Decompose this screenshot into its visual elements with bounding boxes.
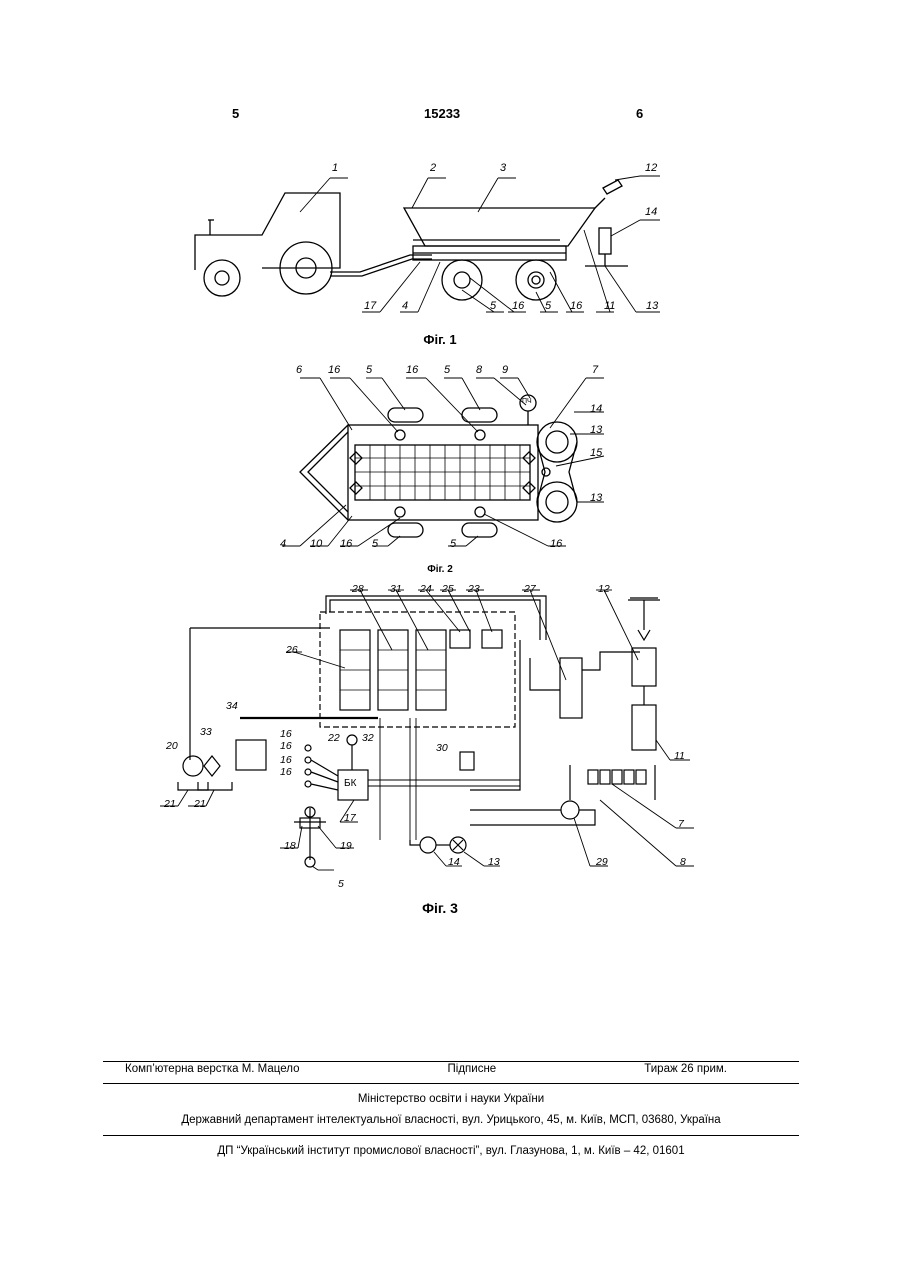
subscription-status: Підписне	[448, 1063, 497, 1075]
institute-line: ДП “Український інститут промислової вла…	[103, 1145, 799, 1157]
callout: 16	[280, 740, 292, 752]
footer-rule-top	[103, 1061, 799, 1062]
footer-rule-bottom	[103, 1135, 799, 1136]
callout: 29	[596, 856, 608, 868]
callout: 34	[226, 700, 238, 712]
callout: 17	[344, 812, 356, 824]
callout: 33	[200, 726, 212, 738]
footer-rule-middle	[103, 1083, 799, 1084]
callout: 16	[280, 754, 292, 766]
callout: 23	[468, 583, 480, 595]
footer-row-imprint: Комп’ютерна верстка М. Мацело Підписне Т…	[103, 1063, 799, 1075]
callout: 16	[280, 766, 292, 778]
control-unit-label: БК	[344, 778, 356, 789]
callout: 26	[286, 644, 298, 656]
callout: 28	[352, 583, 364, 595]
figure-3-caption: Фіг. 3	[395, 900, 485, 916]
callout: 27	[524, 583, 536, 595]
callout: 11	[674, 750, 685, 762]
callout: 19	[340, 840, 352, 852]
callout: 20	[166, 740, 178, 752]
callout: 8	[680, 856, 686, 868]
callout: 30	[436, 742, 448, 754]
callout: 24	[420, 583, 432, 595]
callout: 22	[328, 732, 340, 744]
callout: 21	[164, 798, 176, 810]
callout: 13	[488, 856, 500, 868]
callout: 14	[448, 856, 460, 868]
callout: 12	[598, 583, 610, 595]
callout: 18	[284, 840, 296, 852]
ministry-line: Міністерство освіти і науки України	[103, 1093, 799, 1105]
callout: 5	[338, 878, 344, 890]
circulation: Тираж 26 прим.	[644, 1063, 727, 1075]
callout: 21	[194, 798, 206, 810]
callout: 32	[362, 732, 374, 744]
department-line: Державний департамент інтелектуальної вл…	[103, 1114, 799, 1126]
callout: 31	[390, 583, 402, 595]
callout: 25	[442, 583, 454, 595]
composer-credit: Комп’ютерна верстка М. Мацело	[125, 1063, 299, 1075]
callout: 16	[280, 728, 292, 740]
callout: 7	[678, 818, 684, 830]
